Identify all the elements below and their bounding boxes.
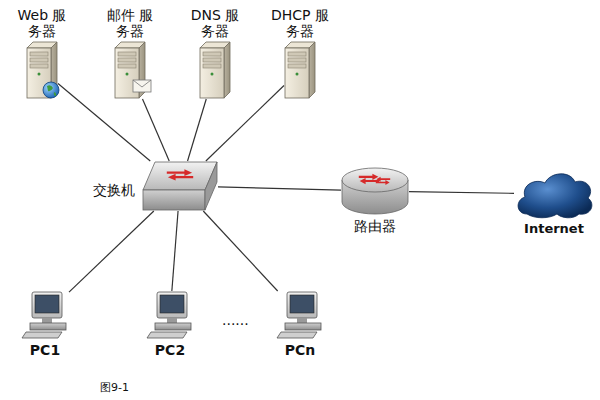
pc-case	[155, 323, 191, 330]
server-side	[224, 42, 230, 98]
cloud-node: Internet	[515, 170, 593, 218]
ellipsis-label: ......	[222, 312, 249, 328]
drive-bay	[118, 64, 136, 68]
pc-case	[30, 323, 66, 330]
switch-node: 交换机	[143, 162, 217, 210]
arrow-symbol	[376, 177, 390, 182]
drive-bay	[203, 58, 221, 62]
drive-bay	[288, 58, 306, 62]
network-link	[203, 211, 277, 291]
internet-cloud	[518, 174, 592, 218]
network-link	[218, 187, 341, 190]
power-led	[296, 73, 299, 76]
server-icon	[285, 42, 315, 98]
pc-case	[285, 323, 321, 330]
arrow-symbol	[376, 180, 390, 185]
network-link	[143, 99, 170, 161]
figure-caption: 图9-1	[100, 380, 129, 395]
server-node: DNS 服务器	[200, 42, 230, 98]
router-top	[342, 168, 408, 192]
device-label: 邮件 服务器	[101, 7, 159, 39]
drive-bay	[118, 52, 136, 56]
drive-bay	[30, 58, 48, 62]
switch-front	[143, 190, 205, 210]
monitor	[287, 292, 317, 318]
monitor-screen	[35, 295, 59, 313]
pc-icon	[147, 292, 193, 338]
envelope-symbol	[133, 80, 151, 92]
globe-land	[47, 85, 56, 96]
drive-bay	[203, 52, 221, 56]
device-label: PCn	[270, 342, 330, 358]
server-node: DHCP 服务器	[285, 42, 315, 98]
server-front	[200, 48, 224, 98]
server-icon	[115, 42, 145, 98]
server-icon	[27, 42, 57, 98]
monitor-stand	[167, 318, 177, 323]
network-link	[188, 99, 207, 161]
envelope-flap	[133, 80, 151, 87]
switch-icon	[143, 162, 217, 210]
power-led	[211, 73, 214, 76]
pc-icon	[22, 292, 68, 338]
pc-node: PC1	[22, 292, 68, 338]
network-link	[409, 192, 514, 194]
power-led	[126, 73, 129, 76]
drive-bay	[30, 64, 48, 68]
device-label: 交换机	[93, 182, 135, 198]
server-top	[200, 42, 230, 48]
server-top	[115, 42, 145, 48]
drive-bay	[203, 64, 221, 68]
switch-top	[143, 162, 217, 190]
cloud-icon	[515, 170, 593, 218]
switch-side	[205, 162, 217, 210]
pc-node: PCn	[277, 292, 323, 338]
monitor-screen	[160, 295, 184, 313]
server-top	[27, 42, 57, 48]
keyboard	[22, 332, 62, 338]
device-label: 路由器	[335, 218, 415, 234]
keyboard	[277, 332, 317, 338]
arrow-symbol	[167, 169, 192, 176]
pc-node: PC2	[147, 292, 193, 338]
network-link	[69, 211, 154, 292]
drive-bay	[118, 58, 136, 62]
server-icon	[200, 42, 230, 98]
monitor	[32, 292, 62, 318]
power-led	[38, 73, 41, 76]
keyboard	[147, 332, 187, 338]
monitor-stand	[297, 318, 307, 323]
pc-icon	[277, 292, 323, 338]
device-label: PC1	[15, 342, 75, 358]
router-icon	[342, 168, 408, 214]
drive-bay	[288, 64, 306, 68]
network-link	[172, 211, 178, 291]
server-side	[309, 42, 315, 98]
monitor-screen	[290, 295, 314, 313]
server-top	[285, 42, 315, 48]
arrow-symbol	[168, 174, 193, 181]
globe-symbol	[43, 82, 59, 98]
server-front	[285, 48, 309, 98]
arrow-symbol	[359, 174, 379, 180]
device-label: PC2	[140, 342, 200, 358]
drive-bay	[288, 52, 306, 56]
device-label: DNS 服务器	[186, 7, 244, 39]
drive-bay	[30, 52, 48, 56]
router-node: 路由器	[342, 168, 408, 214]
device-label: Web 服务器	[13, 7, 71, 39]
server-node: 邮件 服务器	[115, 42, 145, 98]
server-node: Web 服务器	[27, 42, 57, 98]
monitor	[157, 292, 187, 318]
device-label: Internet	[509, 222, 599, 237]
device-label: DHCP 服务器	[271, 7, 329, 39]
monitor-stand	[42, 318, 52, 323]
